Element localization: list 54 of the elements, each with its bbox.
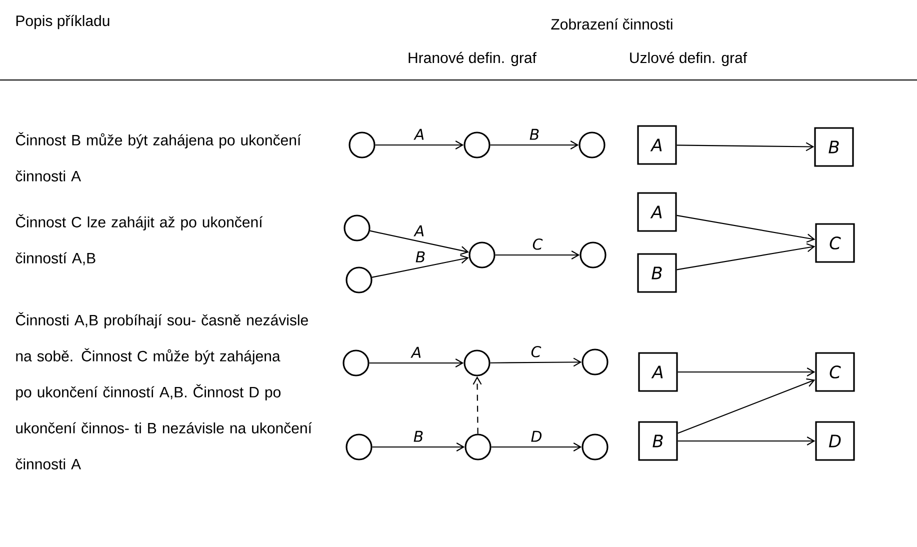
column-heading: Hranové defin. graf — [408, 52, 536, 66]
activity-box: B — [638, 421, 678, 461]
edge-label: C — [532, 238, 543, 250]
activity-box: A — [638, 352, 678, 392]
arrow — [495, 250, 580, 260]
column-heading: Popis příkladu — [16, 14, 110, 30]
edge-label: B — [530, 128, 539, 140]
activity-box: B — [814, 127, 854, 167]
arrow — [678, 368, 816, 376]
edge-label: C — [531, 346, 542, 358]
edge-label: B — [416, 251, 425, 262]
activity-box: C — [815, 352, 855, 392]
arrow — [472, 376, 482, 434]
arrow — [491, 442, 582, 452]
event-circle — [346, 434, 372, 460]
arrow — [375, 140, 464, 150]
edge-label: A — [410, 346, 421, 358]
arrow — [676, 243, 816, 270]
activity-box: D — [815, 421, 855, 461]
event-circle — [582, 348, 608, 376]
arrow — [490, 358, 582, 367]
event-circle — [578, 132, 606, 158]
event-circle — [582, 434, 608, 460]
event-circle — [580, 242, 606, 268]
arrow — [676, 214, 816, 243]
edge-label: A — [414, 225, 424, 236]
event-circle — [464, 350, 490, 376]
description-text: Činnosti A,B probíhají sou- časně nezávisle na sobě. Činnost C může být zahájena po ukončení činností A,B. Činnost D po ukončení činnos- ti B nezávisle na ukončení činnosti A — [16, 312, 312, 470]
arrow — [372, 442, 465, 452]
edge-label: D — [531, 430, 542, 442]
event-circle — [464, 132, 490, 158]
arrow — [678, 436, 816, 446]
activity-box: B — [637, 253, 677, 293]
description-text: Činnost C lze zahájit až po ukončení činností A,B — [16, 214, 263, 266]
edge-label: A — [414, 128, 424, 140]
activity-box: A — [637, 192, 677, 232]
column-heading: Uzlové defin. graf — [630, 52, 748, 66]
edge-label: B — [414, 430, 423, 442]
event-circle — [342, 350, 370, 376]
description-text: Činnost B může být zahájena po ukončení činnosti A — [16, 132, 302, 182]
arrow — [370, 230, 469, 255]
arrow — [490, 140, 579, 150]
arrow — [372, 254, 469, 278]
event-circle — [468, 242, 496, 268]
event-circle — [464, 434, 492, 460]
arrow — [678, 378, 816, 434]
event-circle — [344, 214, 370, 242]
event-circle — [346, 266, 372, 294]
column-heading: Zobrazení činnosti — [551, 18, 672, 30]
activity-box: A — [637, 125, 677, 165]
activity-box: C — [815, 223, 855, 263]
arrow — [676, 142, 814, 152]
arrow — [369, 358, 464, 368]
event-circle — [348, 132, 376, 158]
